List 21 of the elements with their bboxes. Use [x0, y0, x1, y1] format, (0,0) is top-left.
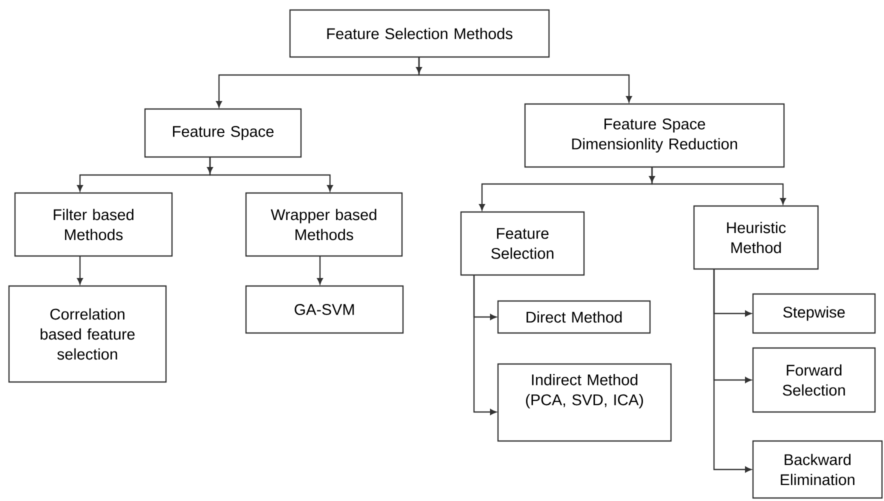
process-box: Forward Selection	[752, 347, 876, 413]
process-box: Wrapper based Methods	[245, 192, 403, 257]
process-box: Indirect Method (PCA, SVD, ICA)	[497, 363, 672, 442]
process-box: Feature Selection	[460, 211, 585, 276]
arrow	[209, 157, 333, 192]
arrow	[317, 256, 323, 284]
process-box: Feature Space	[144, 108, 302, 158]
process-box: GA-SVM	[245, 285, 404, 334]
process-box: Direct Method	[497, 300, 651, 334]
arrow	[473, 275, 496, 415]
process-box: Filter based Methods	[14, 192, 173, 257]
arrow	[418, 57, 632, 102]
process-box: Correlation based feature selection	[8, 285, 167, 383]
process-box: Feature Space Dimensionlity Reduction	[524, 103, 785, 168]
arrow	[713, 269, 752, 472]
arrow	[651, 167, 786, 204]
process-box: Feature Selection Methods	[289, 9, 550, 58]
process-box: Stepwise	[752, 293, 876, 334]
process-box: Backward Elimination	[752, 440, 883, 499]
arrow	[77, 256, 83, 284]
process-box: Heuristic Method	[693, 205, 819, 270]
